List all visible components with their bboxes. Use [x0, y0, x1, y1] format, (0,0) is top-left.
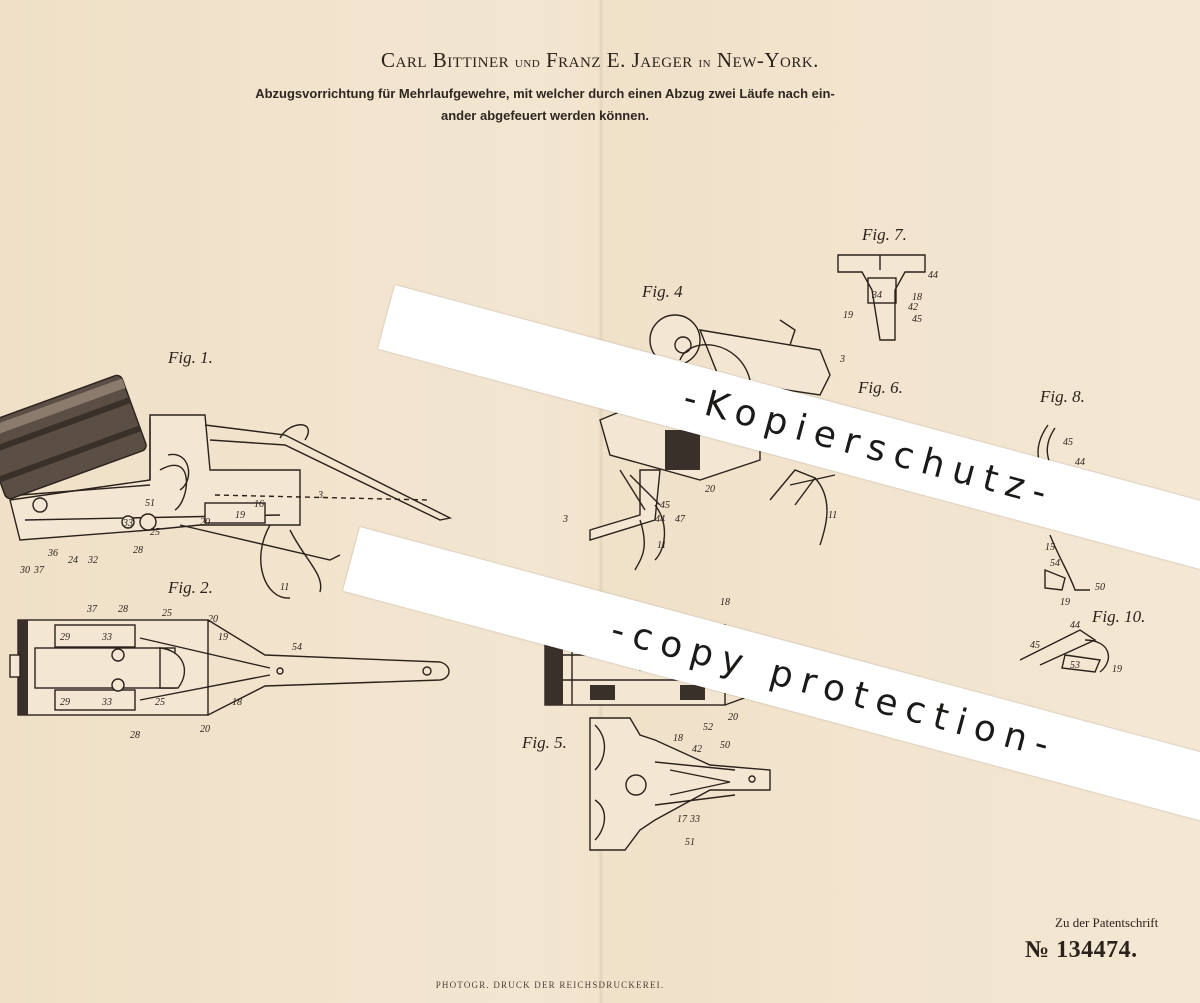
svg-text:33: 33 — [122, 518, 133, 529]
svg-text:33: 33 — [101, 632, 112, 643]
figure-10-label: Fig. 10. — [1091, 607, 1145, 626]
figure-7-label: Fig. 7. — [861, 225, 907, 244]
svg-text:20: 20 — [200, 517, 210, 528]
svg-text:3: 3 — [839, 354, 845, 365]
svg-text:17: 17 — [677, 814, 688, 825]
figure-5: Fig. 5. 18 42 52 50 17 33 51 — [521, 718, 770, 850]
figure-5-label: Fig. 5. — [521, 733, 567, 752]
svg-text:45: 45 — [1063, 437, 1073, 448]
patent-number: № 134474. — [1025, 937, 1138, 964]
svg-text:20: 20 — [208, 614, 218, 625]
svg-text:28: 28 — [133, 545, 143, 556]
svg-text:29: 29 — [60, 697, 70, 708]
svg-text:54: 54 — [292, 642, 302, 653]
svg-text:19: 19 — [1112, 664, 1122, 675]
figure-1-label: Fig. 1. — [167, 348, 213, 367]
svg-text:19: 19 — [235, 510, 245, 521]
svg-text:54: 54 — [1050, 558, 1060, 569]
svg-text:36: 36 — [47, 548, 58, 559]
patent-reference-label: Zu der Patentschrift — [1055, 915, 1158, 931]
svg-text:16: 16 — [254, 499, 264, 510]
figure-6-label: Fig. 6. — [857, 378, 903, 397]
svg-text:18: 18 — [232, 697, 242, 708]
svg-text:51: 51 — [685, 837, 695, 848]
figure-7: Fig. 7. 34 44 18 42 45 19 — [838, 225, 938, 340]
svg-text:25: 25 — [150, 527, 160, 538]
svg-text:19: 19 — [218, 632, 228, 643]
svg-text:33: 33 — [101, 697, 112, 708]
svg-text:45: 45 — [660, 500, 670, 511]
svg-text:20: 20 — [200, 724, 210, 735]
svg-text:15: 15 — [1045, 542, 1055, 553]
svg-text:44: 44 — [1075, 457, 1085, 468]
svg-text:51: 51 — [145, 498, 155, 509]
svg-text:19: 19 — [1060, 597, 1070, 608]
svg-text:11: 11 — [828, 510, 837, 521]
fig1-barrel — [0, 374, 148, 500]
svg-text:18: 18 — [673, 733, 683, 744]
svg-text:42: 42 — [692, 744, 702, 755]
fig2-tang — [208, 620, 449, 715]
svg-text:45: 45 — [1030, 640, 1040, 651]
svg-text:44: 44 — [655, 514, 665, 525]
svg-text:44: 44 — [928, 270, 938, 281]
svg-text:20: 20 — [705, 484, 715, 495]
svg-text:3: 3 — [317, 490, 323, 501]
printer-credit: PHOTOGR. DRUCK DER REICHSDRUCKEREI. — [0, 980, 1100, 990]
svg-text:34: 34 — [871, 290, 882, 301]
svg-text:28: 28 — [118, 604, 128, 615]
svg-text:45: 45 — [912, 314, 922, 325]
svg-text:20: 20 — [728, 712, 738, 723]
svg-text:50: 50 — [720, 740, 730, 751]
figure-4-label: Fig. 4 — [641, 282, 683, 301]
svg-text:44: 44 — [1070, 620, 1080, 631]
svg-text:29: 29 — [60, 632, 70, 643]
svg-text:30: 30 — [19, 565, 30, 576]
svg-text:11: 11 — [280, 582, 289, 593]
svg-text:47: 47 — [675, 514, 686, 525]
svg-text:42: 42 — [908, 302, 918, 313]
svg-text:25: 25 — [155, 697, 165, 708]
svg-text:28: 28 — [130, 730, 140, 741]
figure-10: Fig. 10. 45 44 53 19 — [1020, 607, 1145, 675]
svg-text:3: 3 — [562, 514, 568, 525]
svg-text:25: 25 — [162, 608, 172, 619]
svg-text:18: 18 — [720, 597, 730, 608]
figure-2: Fig. 2. 37 28 25 20 29 33 19 54 29 33 25 — [10, 578, 449, 741]
svg-text:11: 11 — [657, 540, 666, 551]
svg-text:52: 52 — [703, 722, 713, 733]
svg-text:37: 37 — [33, 565, 45, 576]
svg-text:19: 19 — [843, 310, 853, 321]
svg-text:24: 24 — [68, 555, 78, 566]
svg-text:37: 37 — [86, 604, 98, 615]
svg-text:33: 33 — [689, 814, 700, 825]
figure-2-label: Fig. 2. — [167, 578, 213, 597]
svg-text:50: 50 — [1095, 582, 1105, 593]
svg-text:32: 32 — [87, 555, 98, 566]
svg-text:53: 53 — [1070, 660, 1080, 671]
figure-8-label: Fig. 8. — [1039, 387, 1085, 406]
